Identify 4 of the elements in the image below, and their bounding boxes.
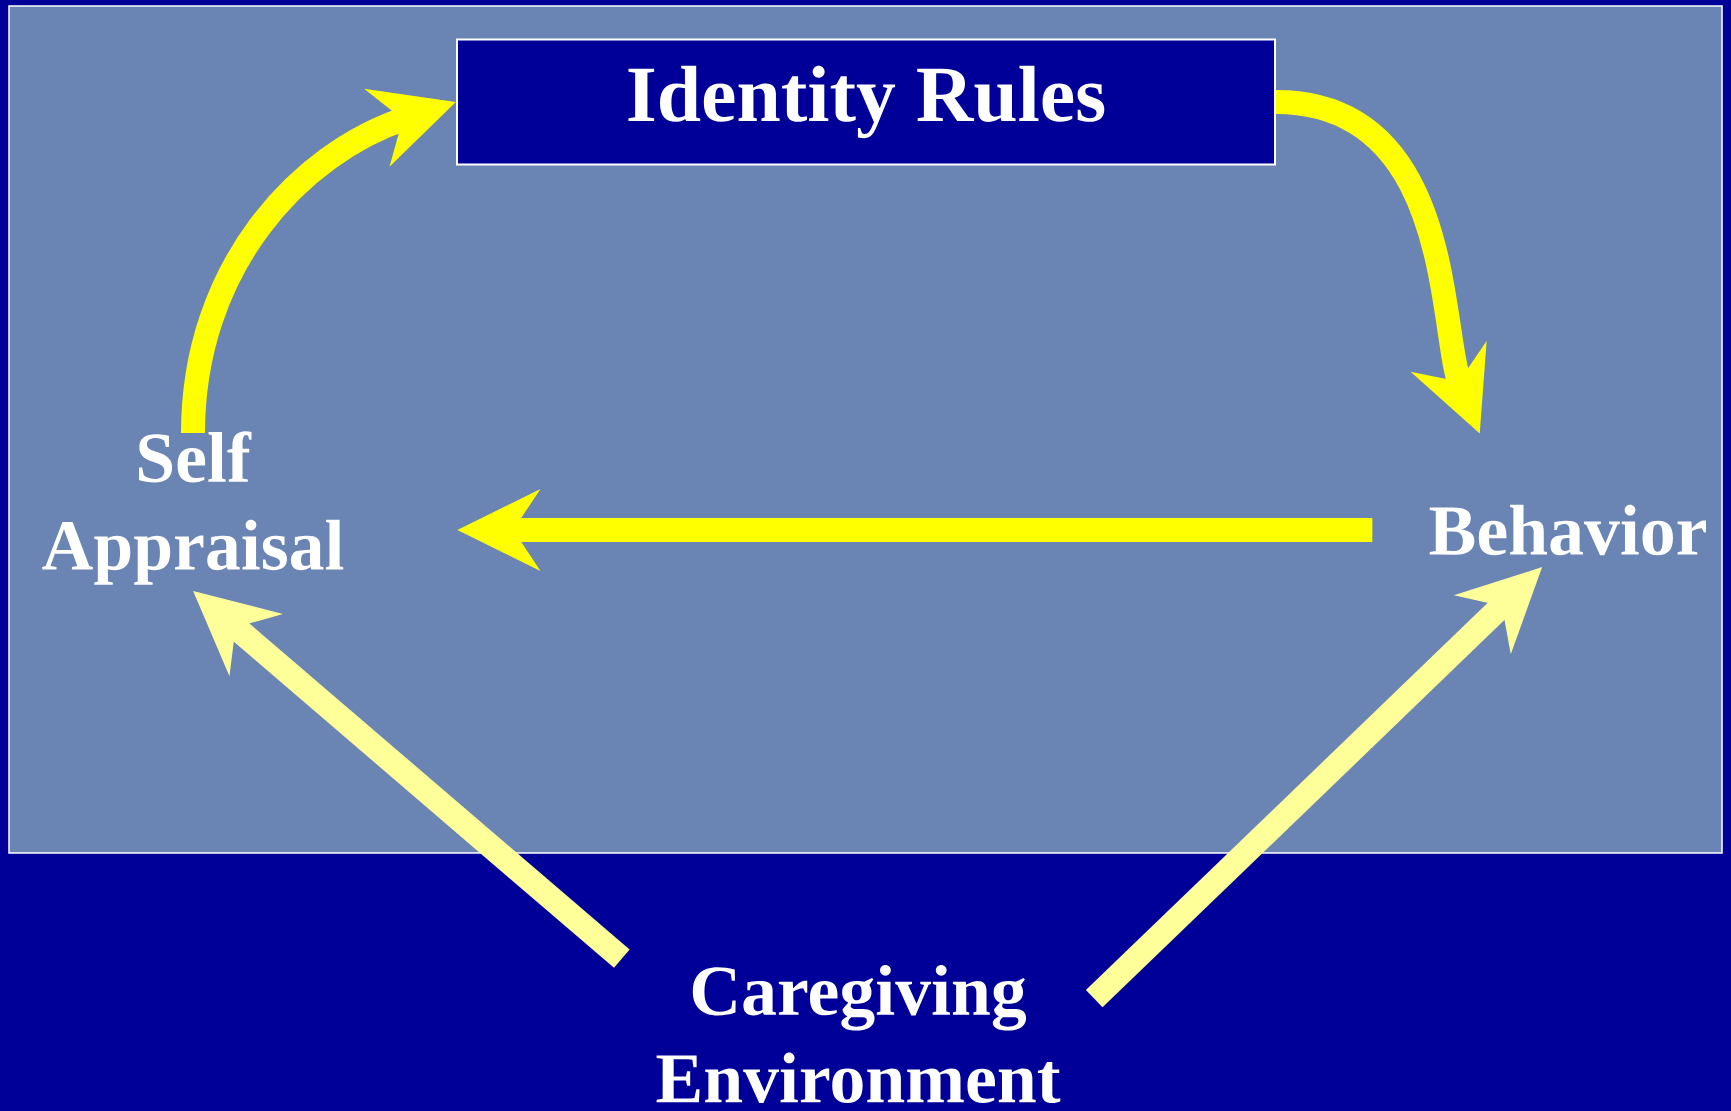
concept-label: Behavior — [1429, 504, 1706, 556]
concept-label: Self Appraisal — [42, 431, 344, 585]
concept-label: Caregiving Environment — [656, 964, 1061, 1104]
title-box: Identity Rules — [456, 38, 1276, 166]
